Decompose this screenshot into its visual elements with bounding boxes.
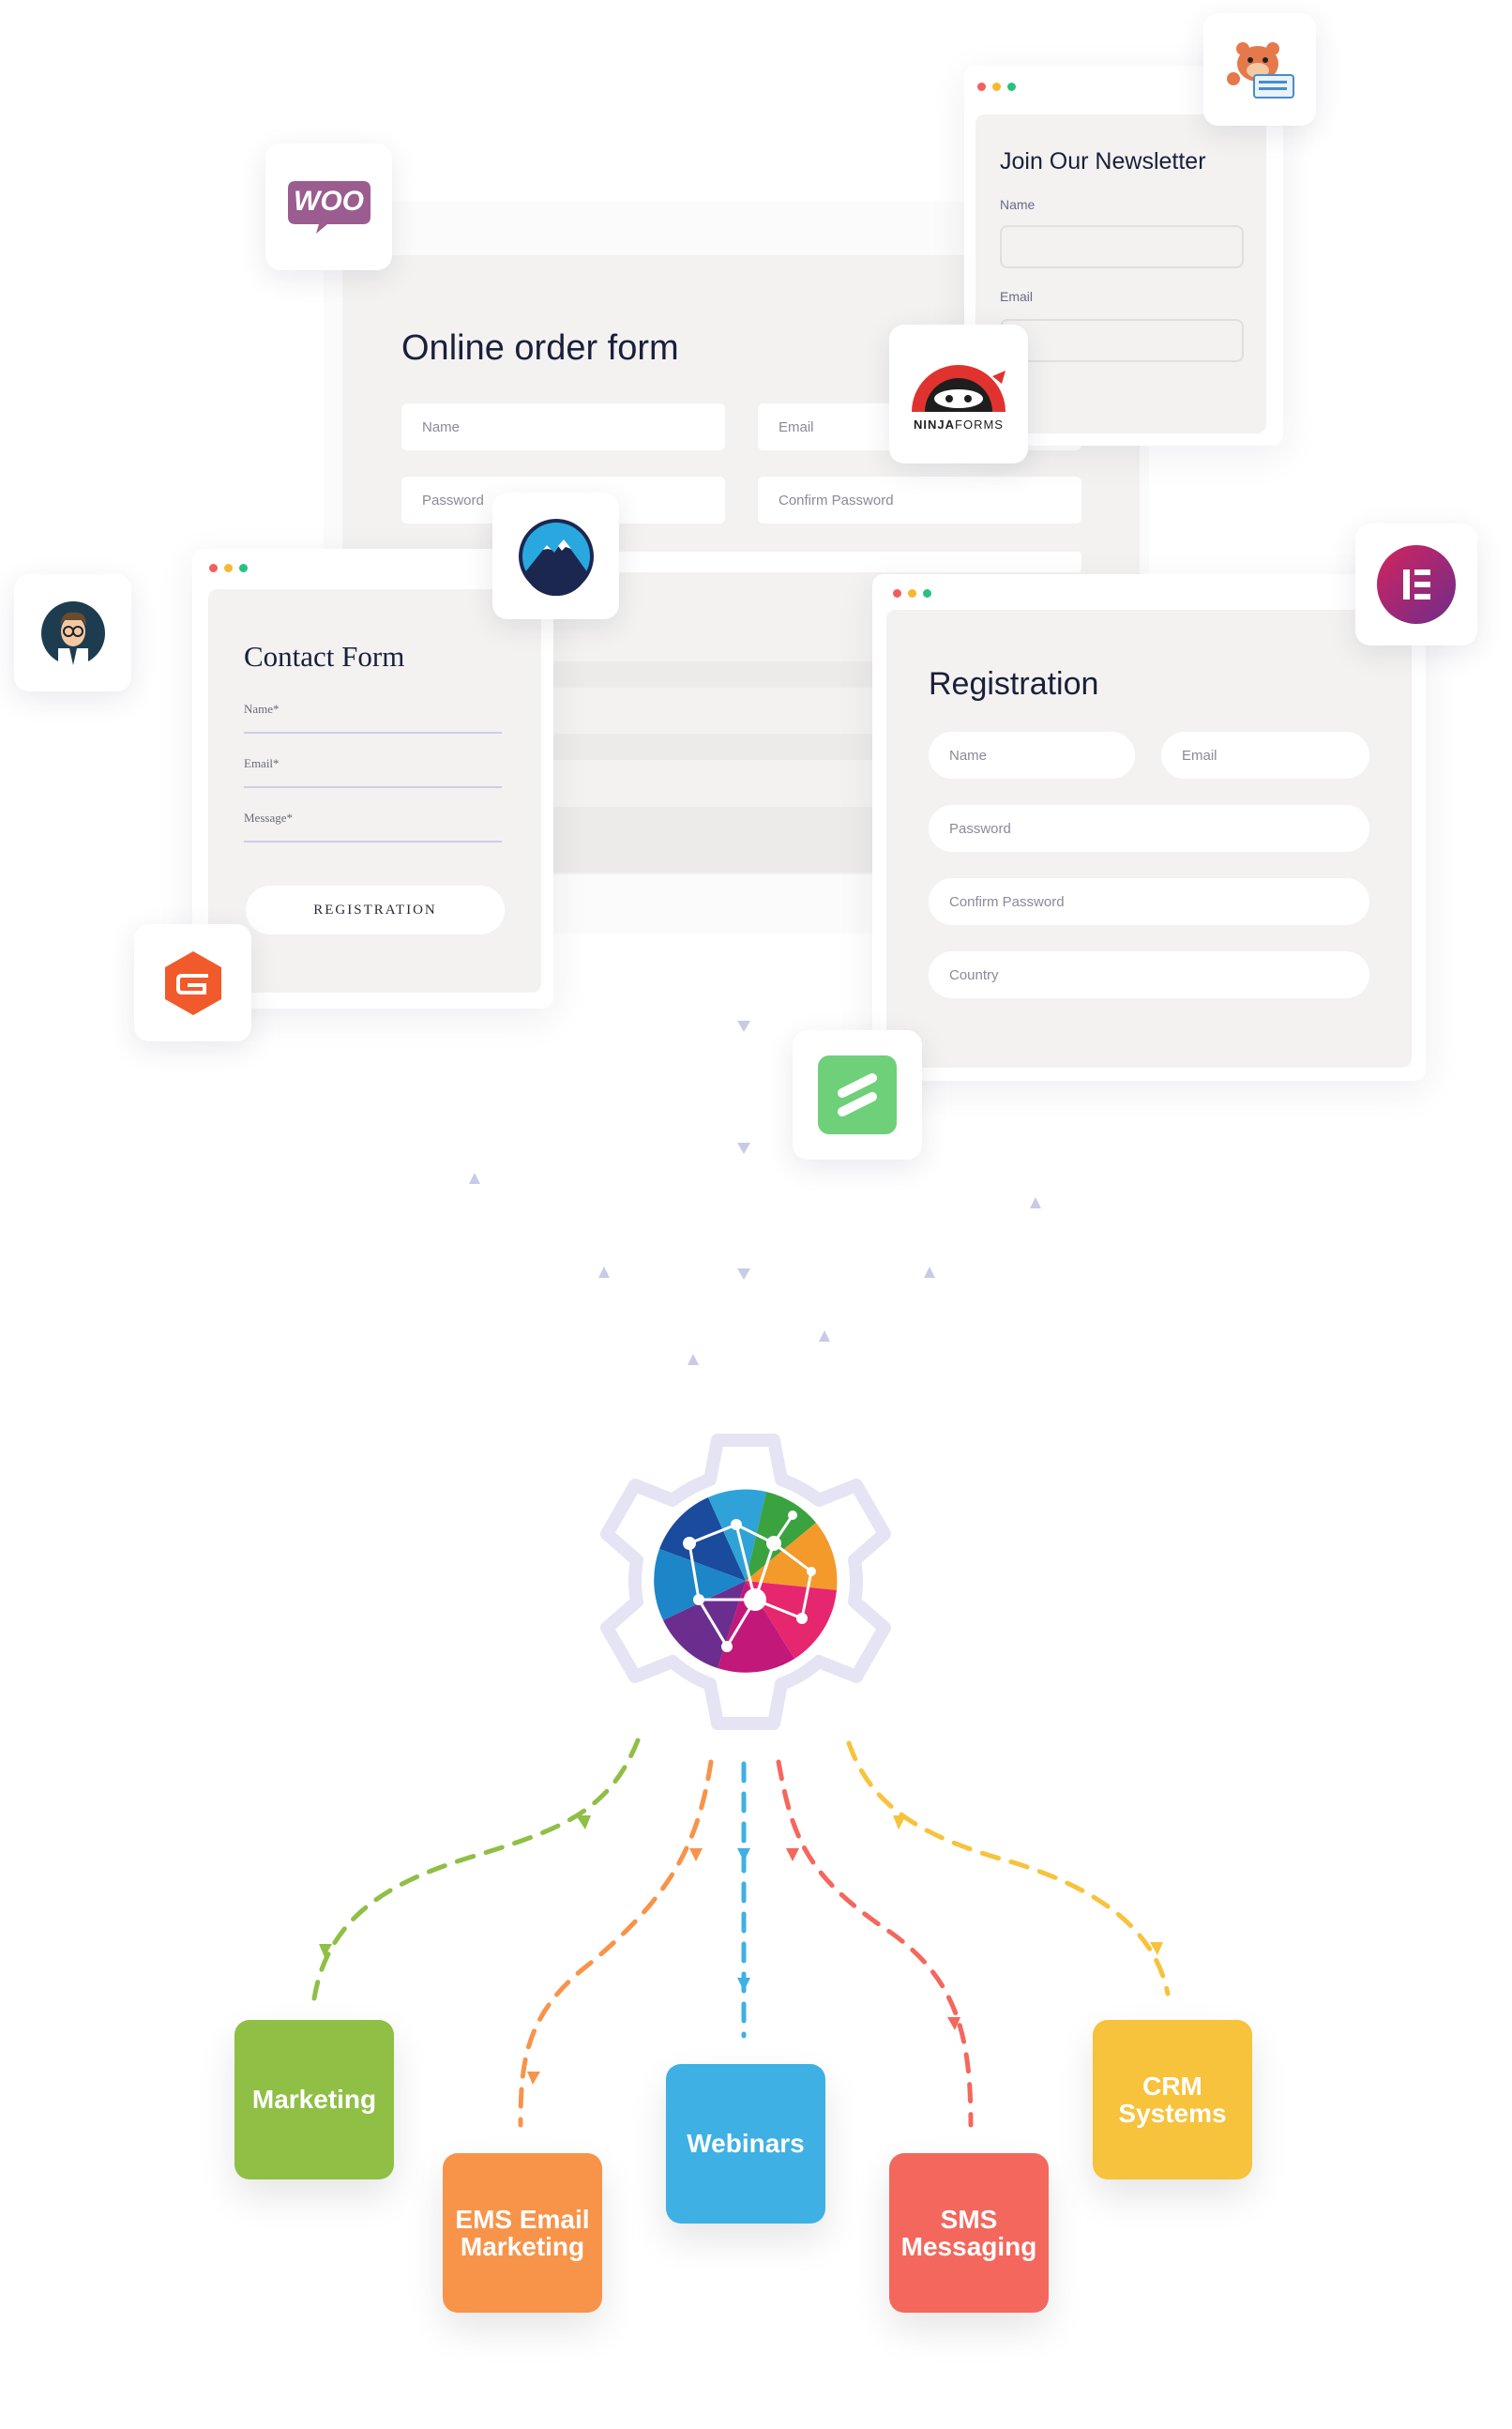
arrow-down-icon <box>576 1815 591 1829</box>
gear-icon <box>600 1434 891 1730</box>
ninja-forms-wordmark: NINJAFORMS <box>914 417 1004 432</box>
newsletter-name-input[interactable] <box>1000 225 1244 268</box>
ninja-forms-icon <box>912 364 1005 412</box>
registration-password-input[interactable]: Password <box>929 805 1369 852</box>
caldera-forms-badge <box>14 574 131 691</box>
window-dots <box>209 564 248 572</box>
globe-icon <box>654 1489 838 1673</box>
arrow-up-icon <box>924 1267 935 1278</box>
newsletter-name-label: Name <box>1000 197 1036 212</box>
mountain-icon <box>518 518 594 596</box>
arrow-up-icon <box>1030 1197 1041 1208</box>
window-dots <box>977 83 1016 91</box>
arrow-down-icon <box>689 1848 703 1861</box>
connector-sms <box>776 1759 974 2128</box>
sms-messaging-tile[interactable]: SMS Messaging <box>889 2153 1049 2313</box>
dot-yellow <box>992 83 1001 91</box>
newsletter-title: Join Our Newsletter <box>1000 148 1206 175</box>
woocommerce-badge: WOO <box>265 144 392 270</box>
registration-title: Registration <box>929 666 1099 702</box>
arrow-down-icon <box>527 2072 540 2085</box>
connector-ems <box>518 1759 714 2128</box>
ninja-forms-wordmark-bold: NINJA <box>914 417 956 432</box>
contact-message-field[interactable]: Message* <box>244 811 502 843</box>
order-gray-bar-3 <box>553 807 877 873</box>
arrow-up-icon <box>819 1330 830 1342</box>
dot-green <box>1007 83 1016 91</box>
integration-hub <box>600 1434 891 1730</box>
registration-name-input[interactable]: Name <box>929 732 1135 779</box>
registration-email-input[interactable]: Email <box>1161 732 1369 779</box>
ems-email-marketing-tile[interactable]: EMS Email Marketing <box>443 2153 602 2313</box>
gravity-forms-icon <box>164 950 221 1015</box>
dot-green <box>923 589 931 598</box>
woocommerce-icon: WOO <box>287 180 370 234</box>
registration-country-input[interactable]: Country <box>929 951 1369 998</box>
contact-registration-button[interactable]: REGISTRATION <box>246 886 505 934</box>
wpforms-bear-icon <box>1227 42 1294 99</box>
ninja-forms-wordmark-light: FORMS <box>955 417 1004 432</box>
connector-marketing <box>311 1738 641 2001</box>
fluent-forms-badge <box>793 1030 922 1160</box>
order-extra-row <box>469 552 1081 572</box>
dot-yellow <box>908 589 916 598</box>
ninja-forms-badge: NINJAFORMS <box>889 325 1028 463</box>
arrow-down-icon <box>1150 1942 1163 1955</box>
window-dots <box>893 589 931 598</box>
arrow-down-icon <box>947 2017 960 2030</box>
arrow-up-icon <box>688 1354 699 1365</box>
elementor-icon <box>1377 545 1456 624</box>
arrow-down-icon <box>737 1143 750 1154</box>
registration-confirm-password-input[interactable]: Confirm Password <box>929 878 1369 925</box>
arrow-down-icon <box>319 1944 332 1957</box>
order-name-input[interactable]: Name <box>401 403 725 450</box>
contact-form-title: Contact Form <box>244 640 405 673</box>
dot-red <box>209 564 218 572</box>
arrow-down-icon <box>737 1848 750 1861</box>
fluent-forms-icon <box>818 1055 897 1134</box>
woocommerce-wordmark: WOO <box>294 185 364 217</box>
cognito-forms-badge <box>492 493 619 619</box>
incoming-flow-arrows <box>469 1021 1041 1365</box>
elementor-badge <box>1355 524 1477 645</box>
arrow-down-icon <box>786 1848 799 1861</box>
arrow-up-icon <box>469 1173 480 1184</box>
avatar-icon <box>40 600 105 667</box>
order-confirm-password-input[interactable]: Confirm Password <box>758 477 1081 524</box>
order-form-title: Online order form <box>401 328 679 368</box>
connector-crm <box>846 1740 1171 1996</box>
wpforms-badge <box>1203 13 1316 126</box>
newsletter-email-label: Email <box>1000 289 1034 304</box>
contact-email-field[interactable]: Email* <box>244 756 502 788</box>
dot-yellow <box>224 564 233 572</box>
webinars-tile[interactable]: Webinars <box>666 2064 825 2224</box>
arrow-down-icon <box>893 1815 906 1829</box>
dot-green <box>239 564 248 572</box>
arrow-down-icon <box>737 1268 750 1280</box>
gravity-forms-badge <box>134 924 251 1041</box>
arrow-up-icon <box>598 1267 610 1278</box>
dot-red <box>977 83 986 91</box>
crm-systems-tile[interactable]: CRM Systems <box>1093 2020 1252 2179</box>
arrow-down-icon <box>737 1021 750 1032</box>
arrow-down-icon <box>737 1978 750 1991</box>
order-gray-bar-1 <box>553 661 877 688</box>
order-gray-bar-2 <box>553 734 877 760</box>
dot-red <box>893 589 901 598</box>
contact-name-field[interactable]: Name* <box>244 702 502 734</box>
marketing-tile[interactable]: Marketing <box>234 2020 394 2179</box>
